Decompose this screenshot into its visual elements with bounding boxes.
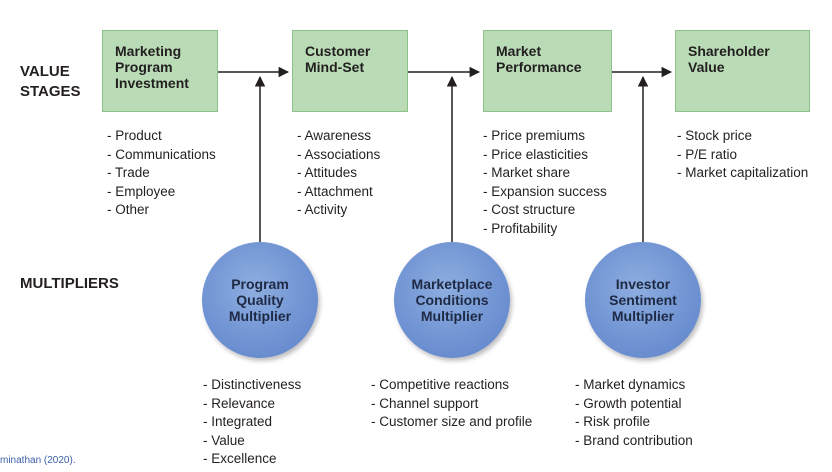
list-item: - Price elasticities: [483, 146, 589, 162]
list-item: - Activity: [297, 202, 348, 217]
multiplier1-items: - Distinctiveness - Relevance - Integrat…: [203, 376, 301, 469]
list-item: - Distinctiveness: [203, 377, 302, 392]
list-item: - Customer size and profile: [371, 414, 533, 429]
list-item: - Value: [203, 432, 245, 448]
list-item: - Price premiums: [483, 128, 586, 143]
list-item: - Brand contribution: [575, 432, 693, 448]
list-item: - Market share: [483, 165, 571, 180]
list-item: - Risk profile: [575, 414, 651, 429]
list-item: - Market capitalization: [677, 165, 809, 180]
stage4-items: - Stock price - P/E ratio - Market capit…: [677, 127, 808, 183]
multiplier2-items: - Competitive reactions - Channel suppor…: [371, 376, 532, 432]
list-item: - Associations: [297, 146, 381, 162]
list-item: - Communications: [107, 146, 216, 162]
list-item: - Other: [107, 202, 150, 217]
stage-market-performance: Market Performance: [483, 30, 612, 112]
multiplier-marketplace-conditions: Marketplace Conditions Multiplier: [394, 242, 510, 358]
list-item: - Awareness: [297, 128, 372, 143]
list-item: - Attitudes: [297, 165, 358, 180]
stage-marketing-program-investment: Marketing Program Investment: [102, 30, 218, 112]
source-footnote: minathan (2020).: [0, 455, 76, 466]
value-stages-label: VALUE STAGES: [20, 63, 81, 100]
stage-shareholder-value: Shareholder Value: [675, 30, 810, 112]
multipliers-label: MULTIPLIERS: [20, 275, 119, 292]
list-item: - Stock price: [677, 128, 753, 143]
list-item: - Profitability: [483, 220, 558, 236]
list-item: - Relevance: [203, 395, 276, 411]
list-item: - Trade: [107, 165, 150, 180]
list-item: - P/E ratio: [677, 146, 738, 162]
list-item: - Employee: [107, 183, 176, 199]
list-item: - Expansion success: [483, 183, 607, 199]
list-item: - Growth potential: [575, 395, 682, 411]
list-item: - Market dynamics: [575, 377, 686, 392]
stage3-items: - Price premiums - Price elasticities - …: [483, 127, 607, 238]
list-item: - Product: [107, 128, 162, 143]
list-item: - Excellence: [203, 451, 277, 466]
list-item: - Competitive reactions: [371, 377, 510, 392]
list-item: - Attachment: [297, 183, 373, 199]
list-item: - Integrated: [203, 414, 273, 429]
list-item: - Cost structure: [483, 202, 576, 217]
multiplier-program-quality: Program Quality Multiplier: [202, 242, 318, 358]
list-item: - Channel support: [371, 395, 479, 411]
multiplier3-items: - Market dynamics - Growth potential - R…: [575, 376, 693, 450]
multiplier-investor-sentiment: Investor Sentiment Multiplier: [585, 242, 701, 358]
stage1-items: - Product - Communications - Trade - Emp…: [107, 127, 216, 220]
stage-customer-mind-set: Customer Mind-Set: [292, 30, 408, 112]
stage2-items: - Awareness - Associations - Attitudes -…: [297, 127, 380, 220]
